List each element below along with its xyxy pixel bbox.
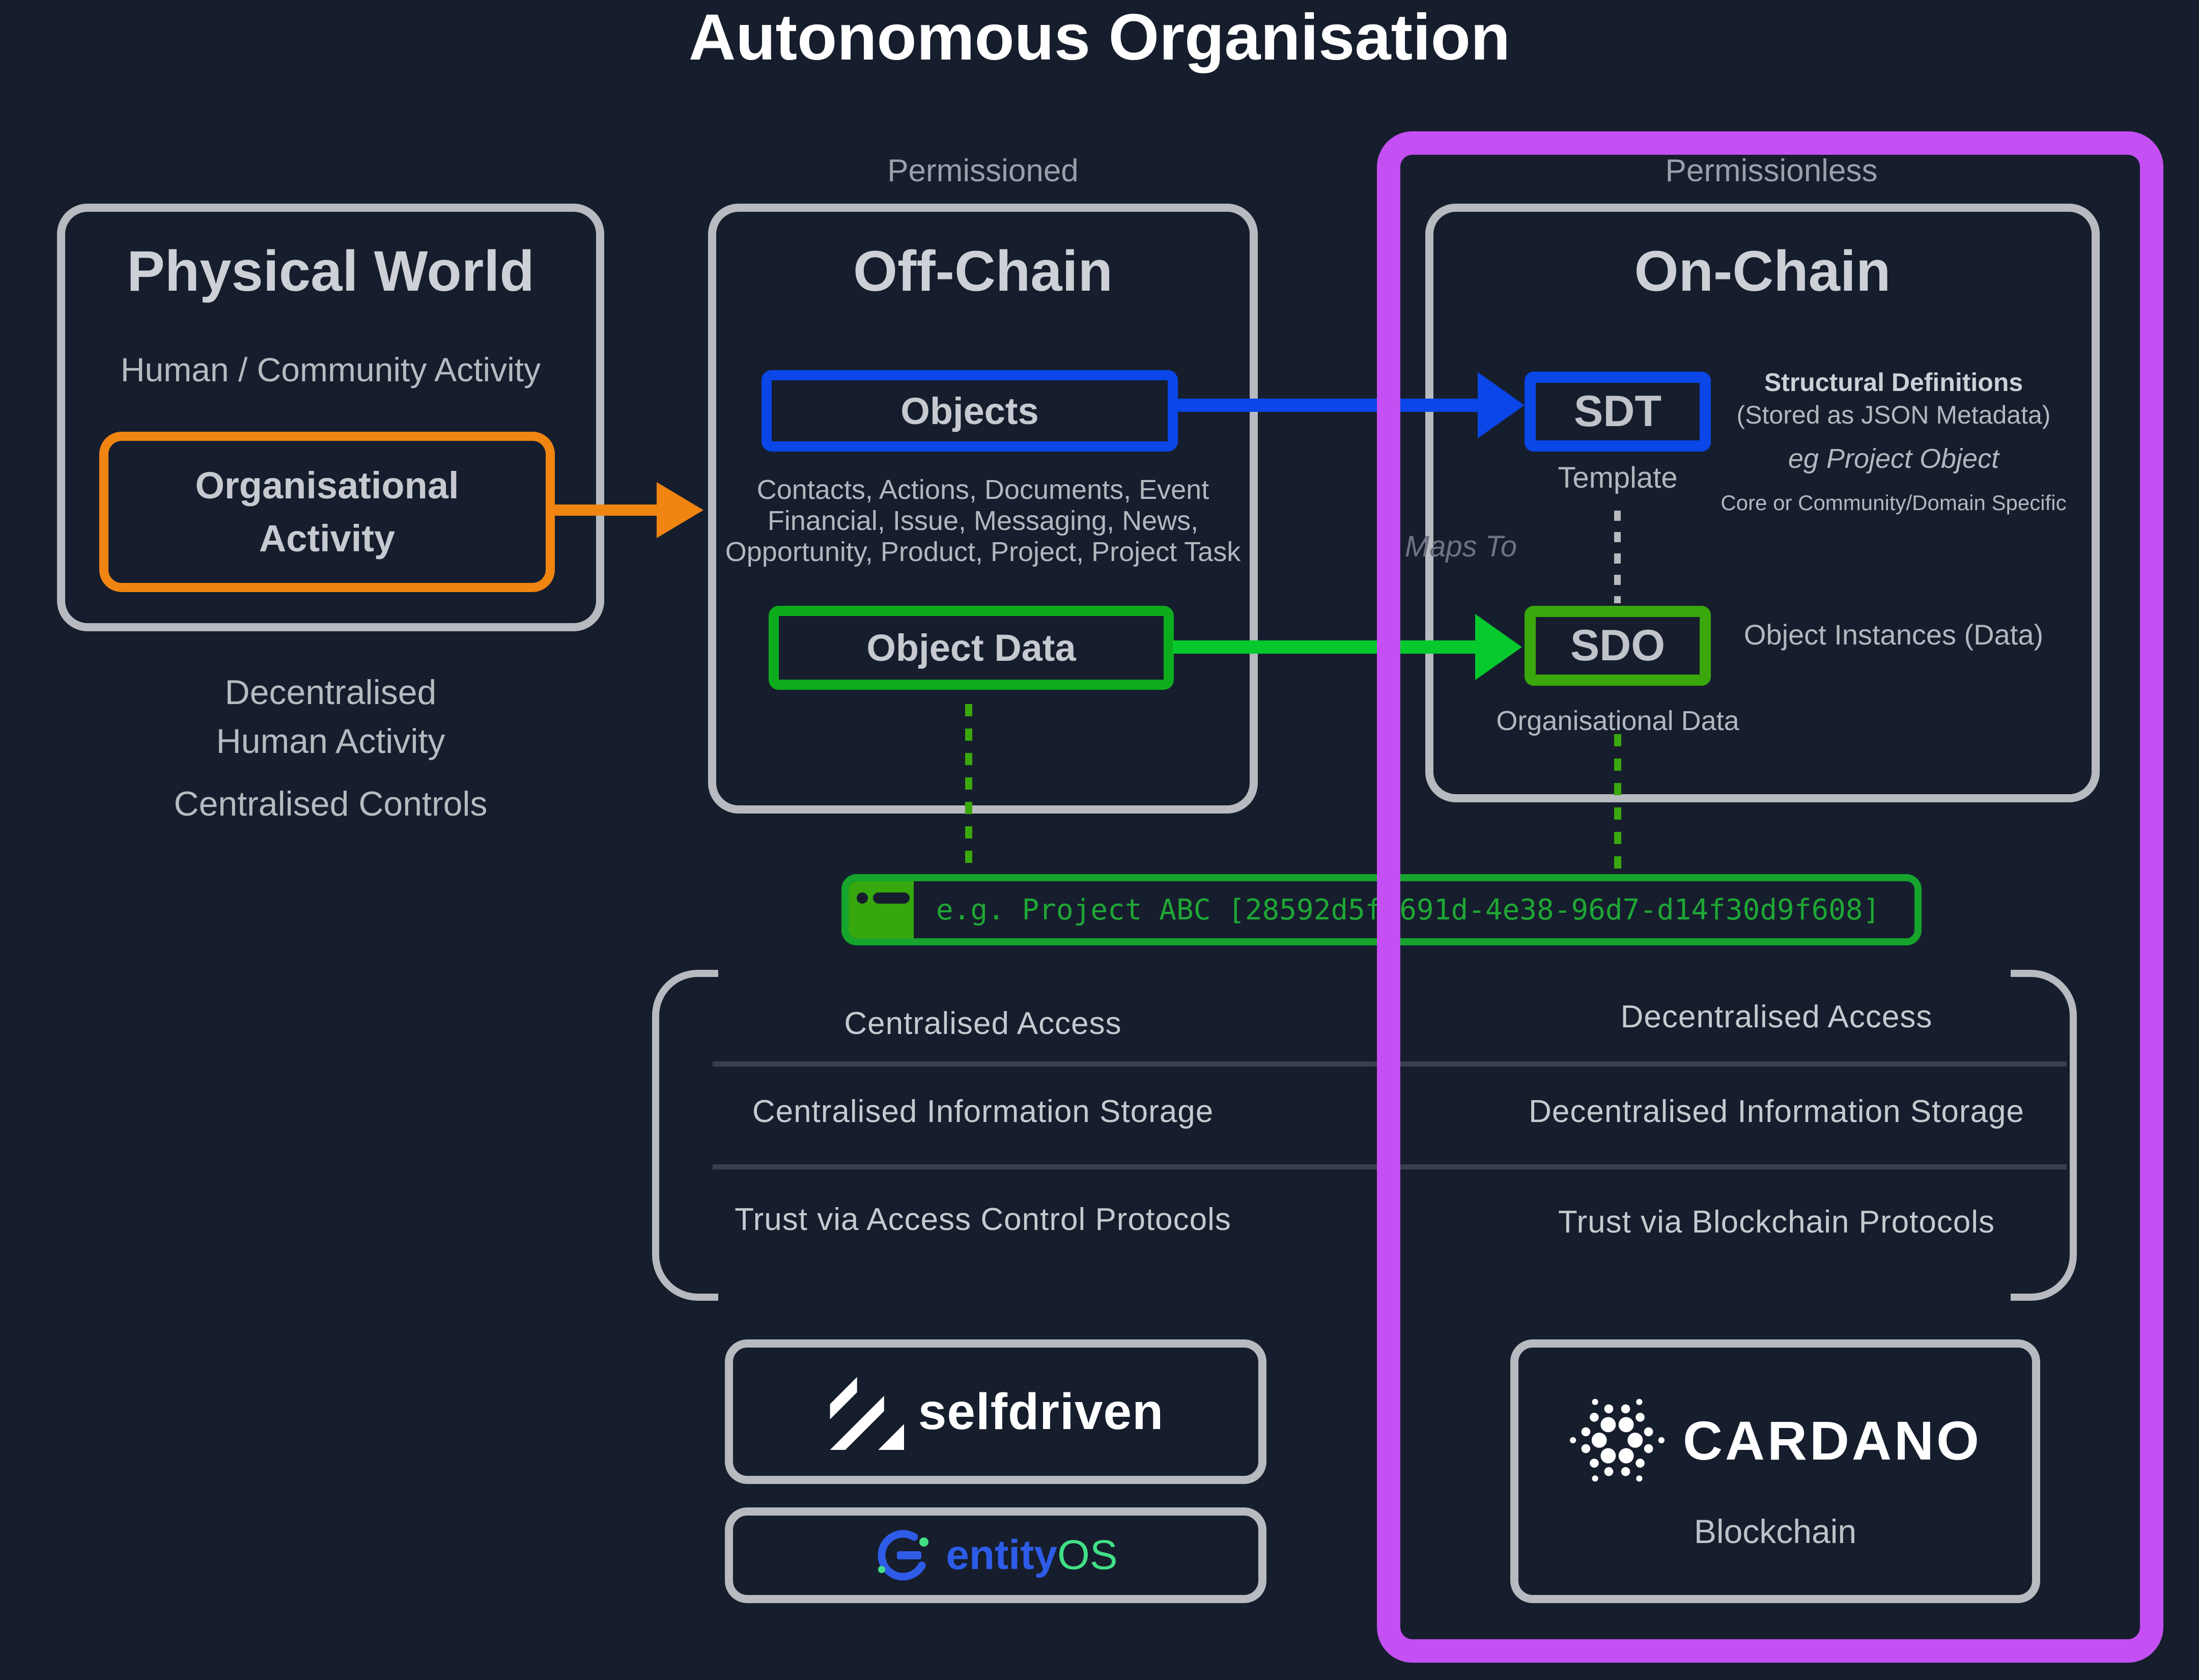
- sdt-label: SDT: [1574, 387, 1661, 436]
- objects-label: Objects: [900, 389, 1039, 432]
- sdt-info-core: Core or Community/Domain Specific: [1721, 491, 2067, 515]
- sdo-box: SDO: [1525, 606, 1711, 686]
- entity-wordmark: entity: [946, 1532, 1058, 1578]
- green-arrow-shaft: [1173, 640, 1478, 654]
- physical-world-title: Physical World: [127, 239, 534, 303]
- comparison-divider-1: [713, 1061, 2067, 1067]
- objects-description: Contacts, Actions, Documents, Event Fina…: [718, 474, 1248, 568]
- storage-dash-icon: [873, 892, 910, 904]
- storage-tab: [849, 881, 914, 938]
- on-chain-box: [1425, 204, 2100, 802]
- permissionless-zone-label: Permissionless: [1665, 153, 1878, 188]
- comparison-left-storage: Centralised Information Storage: [752, 1094, 1214, 1129]
- object-data-box: Object Data: [769, 606, 1174, 690]
- off-chain-box: [708, 204, 1258, 814]
- centralised-controls-note: Centralised Controls: [174, 785, 488, 823]
- object-data-dashed-connector: [965, 704, 972, 872]
- cardano-wordmark: CARDANO: [1683, 1409, 1982, 1471]
- green-arrow-head: [1475, 614, 1522, 680]
- objects-box: Objects: [762, 370, 1178, 452]
- sdt-caption: Template: [1558, 461, 1678, 494]
- permissioned-zone-label: Permissioned: [887, 153, 1079, 188]
- sdt-info-stored: (Stored as JSON Metadata): [1736, 401, 2051, 429]
- sdo-caption: Organisational Data: [1496, 706, 1739, 736]
- blue-arrow-shaft: [1177, 399, 1481, 412]
- comparison-divider-2: [713, 1164, 2067, 1169]
- sdo-dashed-connector: [1614, 734, 1621, 872]
- decentralised-human-activity-note: Decentralised Human Activity: [57, 668, 604, 766]
- orange-arrow-shaft: [554, 505, 658, 516]
- cardano-box: CARDANO Blockchain: [1510, 1339, 2040, 1603]
- sdo-info: Object Instances (Data): [1743, 619, 2044, 651]
- maps-to-label: Maps To: [1404, 530, 1517, 563]
- cardano-icon: [1569, 1392, 1666, 1489]
- object-data-label: Object Data: [866, 627, 1076, 669]
- note-line1: Decentralised: [224, 673, 437, 712]
- cardano-caption: Blockchain: [1694, 1513, 1857, 1550]
- selfdriven-box: selfdriven: [725, 1339, 1266, 1484]
- off-chain-title: Off-Chain: [853, 239, 1113, 303]
- sdt-info-structural: Structural Definitions: [1764, 368, 2023, 397]
- selfdriven-wordmark: selfdriven: [918, 1383, 1164, 1440]
- project-instance-box: e.g. Project ABC [28592d5f-691d-4e38-96d…: [841, 874, 1922, 945]
- comparison-left-access: Centralised Access: [844, 1006, 1122, 1041]
- on-chain-title: On-Chain: [1634, 239, 1891, 303]
- sdt-sdo-dashed-connector: [1614, 511, 1621, 603]
- note-line2: Human Activity: [216, 722, 445, 761]
- comparison-right-access: Decentralised Access: [1620, 999, 1933, 1034]
- objects-description-line1: Contacts, Actions, Documents, Event: [756, 474, 1209, 505]
- comparison-left-trust: Trust via Access Control Protocols: [735, 1202, 1231, 1237]
- project-instance-text: e.g. Project ABC [28592d5f-691d-4e38-96d…: [936, 893, 1880, 927]
- page-title: Autonomous Organisation: [688, 1, 1511, 74]
- comparison-right-storage: Decentralised Information Storage: [1529, 1094, 2024, 1129]
- physical-world-box: [57, 204, 604, 631]
- physical-world-subtitle: Human / Community Activity: [120, 351, 541, 388]
- comparison-right-trust: Trust via Blockchain Protocols: [1558, 1205, 1995, 1240]
- os-wordmark: OS: [1057, 1532, 1118, 1578]
- entityos-icon: [873, 1525, 935, 1586]
- blue-arrow-head: [1478, 372, 1525, 438]
- sdt-info-example: eg Project Object: [1788, 443, 1999, 474]
- sdo-label: SDO: [1570, 621, 1666, 670]
- orange-arrow-head: [657, 482, 703, 538]
- sdt-box: SDT: [1525, 372, 1711, 452]
- organisational-activity-label-line1: Organisational: [195, 464, 459, 507]
- objects-description-line3: Opportunity, Product, Project, Project T…: [725, 537, 1241, 567]
- organisational-activity-label-line2: Activity: [259, 517, 396, 559]
- selfdriven-icon: [828, 1374, 904, 1450]
- objects-description-line2: Financial, Issue, Messaging, News,: [767, 506, 1199, 536]
- storage-dot-icon: [857, 892, 868, 904]
- organisational-activity-box: Organisational Activity: [99, 432, 555, 592]
